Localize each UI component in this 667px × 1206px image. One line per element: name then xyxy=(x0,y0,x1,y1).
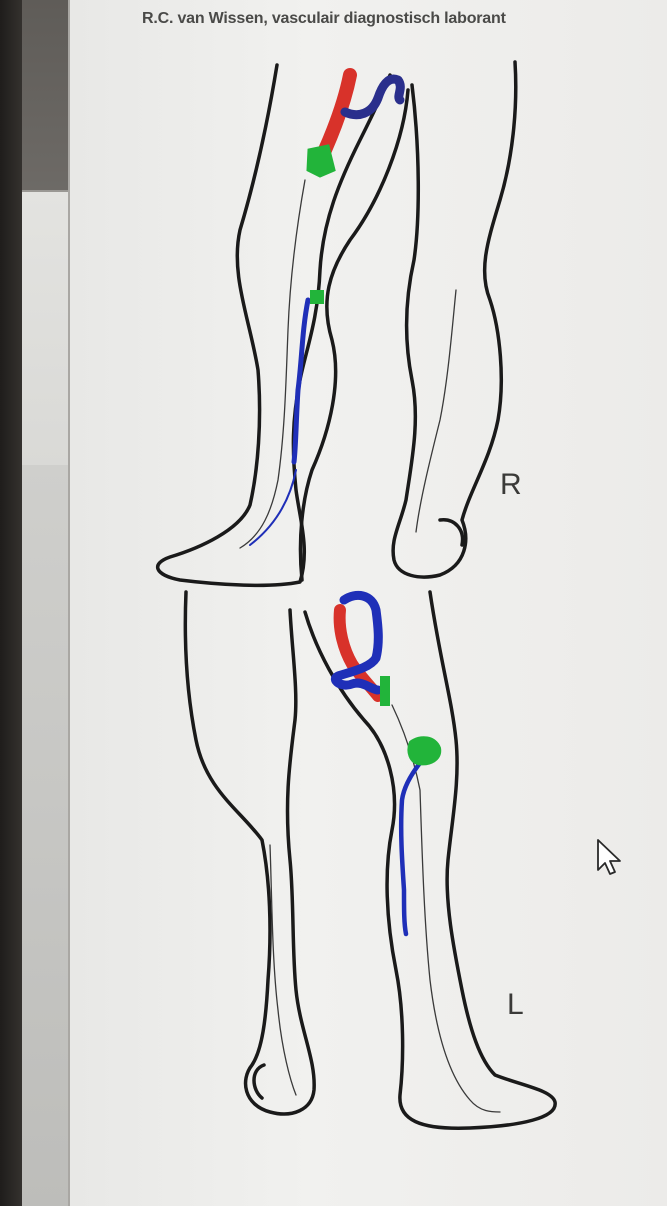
right-back-leg-vein-line xyxy=(416,290,456,532)
left-green-marker-small xyxy=(380,676,390,706)
right-green-marker-top xyxy=(308,146,334,176)
right-green-marker-small xyxy=(310,290,324,304)
left-heel-back xyxy=(254,1065,264,1098)
right-back-leg-heel xyxy=(440,520,463,545)
left-green-marker-large xyxy=(408,737,440,764)
right-blue-segment xyxy=(294,300,308,462)
mouse-pointer-icon xyxy=(598,840,620,874)
left-leg-b-vein-line xyxy=(392,705,500,1112)
left-leg-label: L xyxy=(507,988,524,1022)
right-leg-outline-outer xyxy=(158,65,390,585)
left-blue-vein-segment xyxy=(401,758,424,934)
right-leg-label: R xyxy=(500,468,522,502)
right-back-leg-outline xyxy=(393,62,516,577)
left-leg-outline-a xyxy=(185,592,314,1114)
